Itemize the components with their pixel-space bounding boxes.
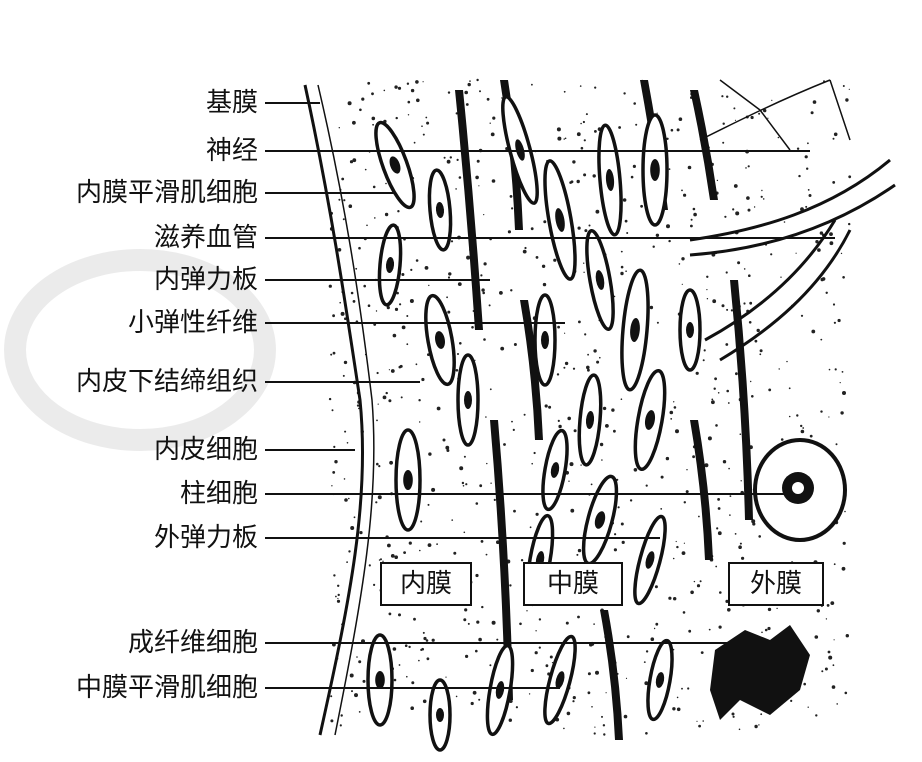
- smooth-muscle-cell: [456, 353, 480, 447]
- smooth-muscle-cell: [577, 373, 603, 467]
- smooth-muscle-cell: [646, 638, 674, 722]
- elastic-band: [520, 300, 543, 440]
- label-intimal-smooth-muscle-cell: 内膜平滑肌细胞: [75, 178, 258, 208]
- smooth-muscle-cell: [633, 368, 667, 472]
- layer-label-adventitia: 外膜: [728, 562, 824, 606]
- fibroblast-shape: [710, 625, 810, 720]
- label-basement-membrane: 基膜: [205, 88, 258, 118]
- smooth-muscle-cell: [585, 228, 615, 332]
- label-internal-elastic-lamina: 内弹力板: [153, 265, 258, 295]
- smooth-muscle-cell: [394, 428, 422, 532]
- smooth-muscle-cell: [678, 288, 702, 372]
- layer-label-intima: 内膜: [380, 562, 472, 606]
- nerve-branches: [699, 79, 851, 151]
- label-endothelial-cell: 内皮细胞: [153, 435, 258, 465]
- elastic-band: [690, 420, 713, 560]
- smooth-muscle-cell: [597, 123, 623, 237]
- smooth-muscle-cell: [377, 223, 403, 307]
- vasa-vasorum-vessel: [689, 158, 896, 362]
- label-subendothelial-connective-tissue: 内皮下结缔组织: [75, 367, 258, 397]
- smooth-muscle-cell: [374, 120, 416, 210]
- layer-label-media: 中膜: [523, 562, 623, 606]
- elastic-band: [690, 90, 718, 200]
- smooth-muscle-cell: [543, 634, 577, 726]
- smooth-muscle-cell: [541, 428, 569, 512]
- elastic-band: [490, 420, 513, 700]
- label-medial-smooth-muscle-cell: 中膜平滑肌细胞: [75, 673, 258, 703]
- column-cell-shape: [753, 438, 847, 542]
- smooth-muscle-cell: [366, 633, 394, 727]
- elastic-band: [730, 280, 753, 520]
- smooth-muscle-cell: [428, 678, 452, 752]
- label-external-elastic-lamina: 外弹力板: [153, 523, 258, 553]
- watermark: [4, 249, 276, 451]
- smooth-muscle-cell: [533, 293, 557, 387]
- smooth-muscle-cell: [543, 159, 577, 281]
- label-column-cell: 柱细胞: [179, 479, 258, 509]
- label-nerve: 神经: [205, 136, 258, 166]
- leader-lines: [265, 102, 835, 689]
- label-vasa-vasorum: 滋养血管: [153, 223, 258, 253]
- smooth-muscle-cell: [424, 293, 456, 387]
- label-small-elastic-fiber: 小弹性纤维: [127, 308, 258, 338]
- smooth-muscle-cell: [427, 168, 453, 252]
- smooth-muscle-cell: [641, 113, 669, 227]
- label-fibroblast: 成纤维细胞: [127, 628, 258, 658]
